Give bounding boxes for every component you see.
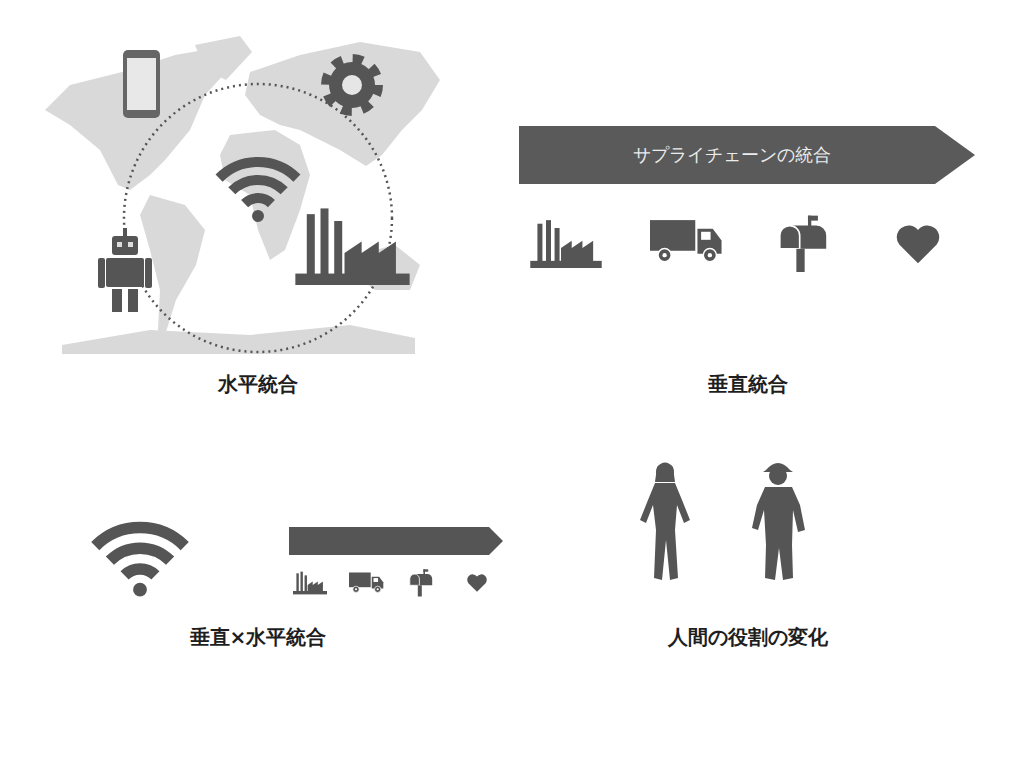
gear-icon (326, 59, 378, 111)
heart-icon (897, 225, 939, 263)
worker-silhouette (752, 463, 805, 580)
mailbox-icon (410, 569, 432, 596)
band-title: サプライチェーンの統合 (633, 143, 861, 167)
world-map (45, 36, 440, 354)
panel-caption: 垂直×水平統合 (190, 624, 327, 651)
arrow-band: サプライチェーンの統合 (519, 126, 975, 184)
arrow-fill (519, 126, 975, 184)
robot-icon (98, 228, 152, 312)
mailbox-icon (780, 216, 826, 272)
network-circle (124, 84, 392, 352)
factory-icon (530, 220, 601, 268)
heart-icon (467, 574, 487, 591)
woman-silhouette (640, 463, 690, 581)
factory-icon (293, 572, 327, 595)
factory-icon (295, 208, 409, 285)
chain-arrow (289, 527, 503, 555)
panel-caption: 水平統合 (218, 371, 298, 398)
truck-icon (349, 573, 383, 593)
panel-caption: 垂直統合 (708, 371, 788, 398)
wifi-icon (219, 162, 297, 222)
phone-icon (123, 50, 160, 118)
wifi-icon (95, 528, 184, 597)
panel-caption: 人間の役割の変化 (668, 624, 828, 651)
truck-icon (650, 220, 722, 262)
